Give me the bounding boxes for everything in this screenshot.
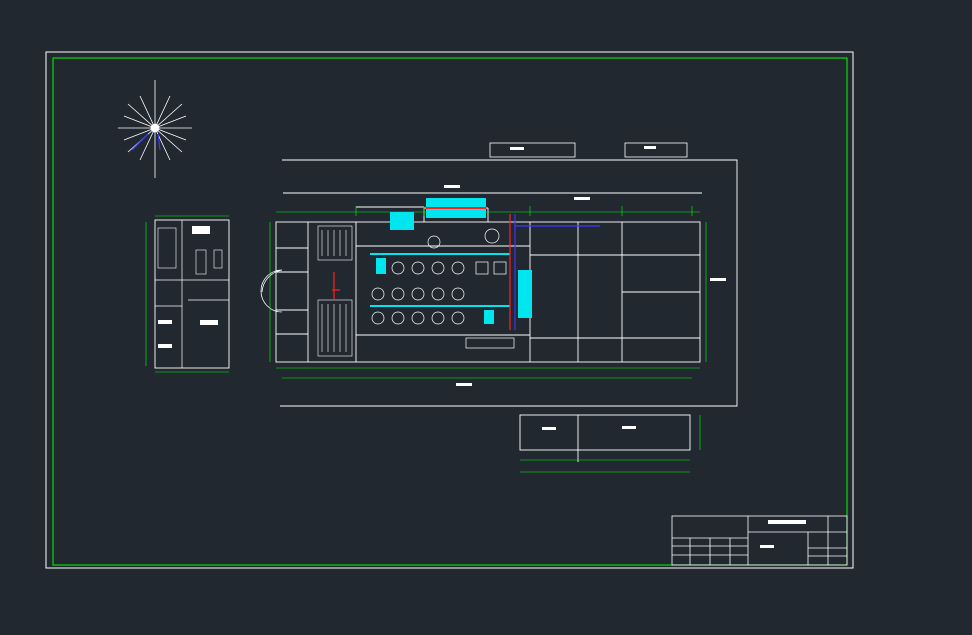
dimension-lines [269,206,707,379]
main-floor-plan [275,206,701,363]
service-pipes [332,214,600,330]
table-set-icon [371,228,515,349]
door-swing-icon [260,269,283,313]
site-boundary [280,159,738,407]
annotation-boxes [444,142,726,386]
auxiliary-building [519,414,701,473]
annex-floor-plan [145,215,230,373]
title-block [671,515,848,566]
north-arrow-icon [118,80,192,178]
kitchen-equipment [370,198,532,324]
stair-blocks [317,225,353,357]
sheet-outer-frame [45,51,854,569]
sheet-inner-frame [52,57,848,566]
